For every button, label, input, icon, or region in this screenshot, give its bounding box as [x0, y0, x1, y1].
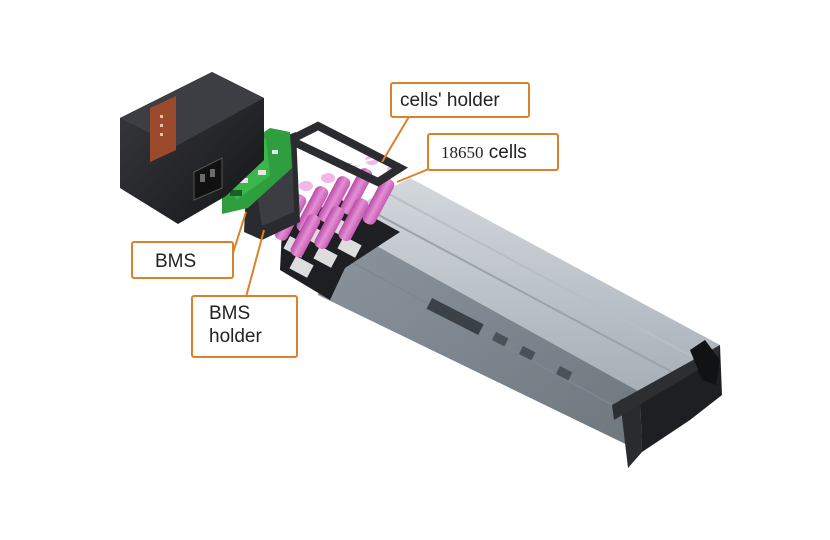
cells-word-text: cells — [488, 142, 527, 163]
bms-holder-line1: BMS — [209, 303, 251, 324]
cells-holder-text: cells' holder — [400, 90, 500, 111]
battery-endcap — [612, 340, 722, 468]
bms-holder-line2: holder — [209, 325, 262, 347]
bms-text: BMS — [155, 251, 197, 272]
battery-casing — [318, 178, 720, 452]
casing-logo — [426, 298, 573, 381]
bms-label: BMS — [131, 241, 234, 279]
battery-mount — [120, 72, 264, 224]
cells-holder-label: cells' holder — [390, 82, 530, 118]
cells-number-text: 18650 — [441, 143, 484, 162]
bms-holder-label: BMS holder — [191, 295, 298, 358]
cells-holder-rear — [280, 121, 409, 187]
cells-18650-label: 18650 cells — [427, 133, 559, 171]
